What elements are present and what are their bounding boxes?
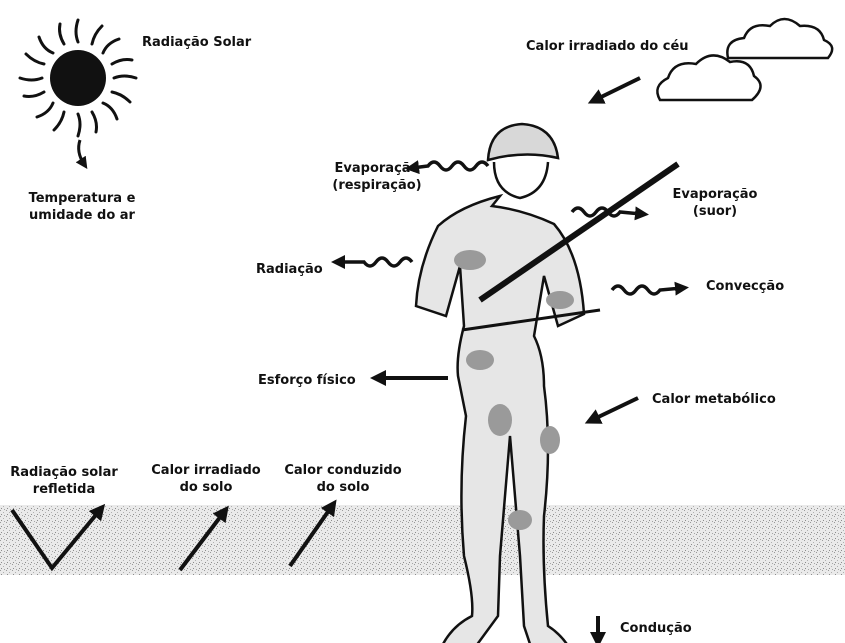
cloud-icon <box>657 19 832 100</box>
label-ground-conduction: Calor conduzido do solo <box>278 462 408 496</box>
ground-surface <box>0 505 845 575</box>
label-evap-sweat-line1: Evaporação <box>660 186 770 203</box>
label-evap-breath-line1: Evaporação <box>322 160 432 177</box>
label-convection: Convecção <box>706 278 784 295</box>
label-evap-sweat-line2: (suor) <box>660 203 770 220</box>
label-conduction: Condução <box>620 620 692 637</box>
label-evap-breath: Evaporação (respiração) <box>322 160 432 194</box>
label-ground-rad-line1: Calor irradiado <box>144 462 268 479</box>
arrow-icon <box>592 398 638 420</box>
label-air-temp-line2: umidade do ar <box>22 207 142 224</box>
label-air-temp: Temperatura e umidade do ar <box>22 190 142 224</box>
label-air-temp-line1: Temperatura e <box>22 190 142 207</box>
label-sky-heat: Calor irradiado do céu <box>526 38 689 55</box>
label-radiation: Radiação <box>256 261 323 278</box>
arrow-icon <box>79 140 84 164</box>
wavy-arrow-icon <box>612 286 682 294</box>
label-reflected-line1: Radiação solar <box>0 464 128 481</box>
label-solar-radiation: Radiação Solar <box>142 34 251 51</box>
label-reflected: Radiação solar refletida <box>0 464 128 498</box>
sun-icon <box>20 20 136 136</box>
label-physical-effort: Esforço físico <box>258 372 356 389</box>
label-evap-sweat: Evaporação (suor) <box>660 186 770 220</box>
label-evap-breath-line2: (respiração) <box>322 177 432 194</box>
label-reflected-line2: refletida <box>0 481 128 498</box>
label-ground-cond-line1: Calor conduzido <box>278 462 408 479</box>
label-metabolic-heat: Calor metabólico <box>652 391 776 408</box>
label-ground-cond-line2: do solo <box>278 479 408 496</box>
label-ground-rad-line2: do solo <box>144 479 268 496</box>
arrow-icon <box>595 78 640 100</box>
wavy-arrow-icon <box>338 258 412 266</box>
label-ground-radiation: Calor irradiado do solo <box>144 462 268 496</box>
